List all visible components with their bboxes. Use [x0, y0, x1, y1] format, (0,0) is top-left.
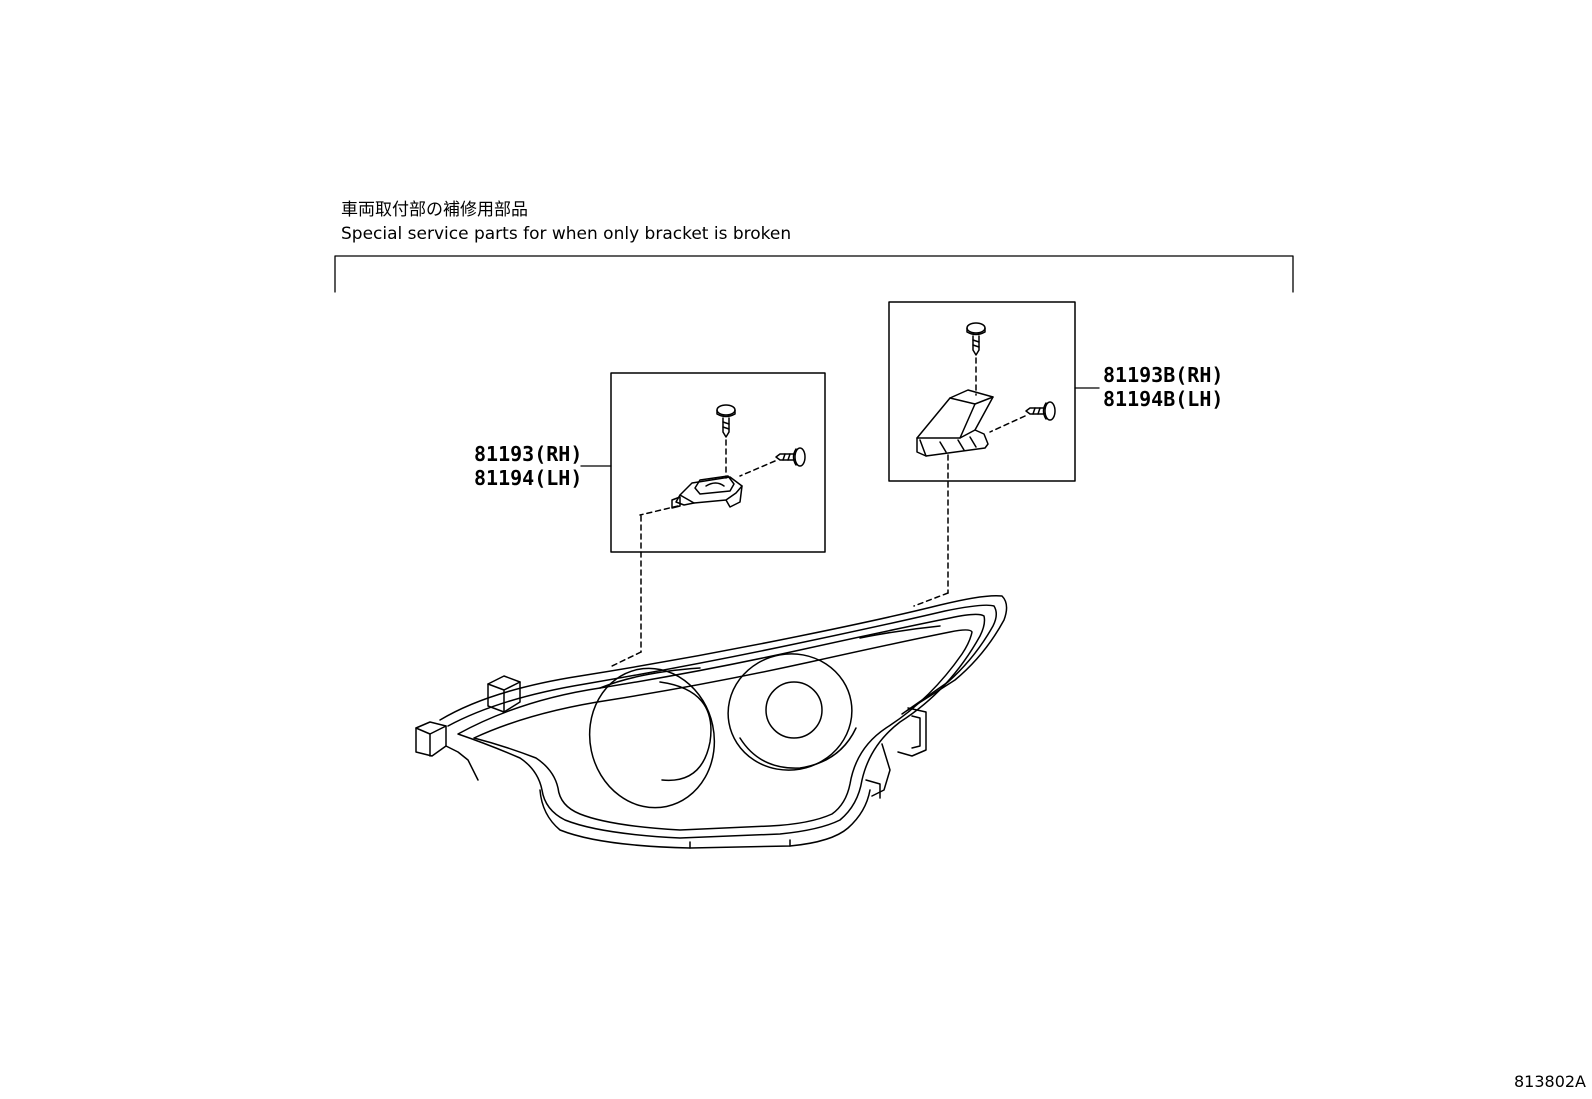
dashed-guide [913, 592, 949, 607]
dashed-guide [639, 505, 679, 516]
screw-icon [966, 322, 986, 356]
part-number-rh: 81193(RH) [474, 442, 583, 466]
bracket-part-b [916, 389, 994, 457]
dashed-guide [989, 415, 1026, 433]
dashed-guide [611, 651, 642, 667]
heading-english: Special service parts for when only brac… [341, 224, 792, 244]
part-number-lh: 81194(LH) [474, 466, 583, 490]
bracket-part-a [671, 475, 743, 509]
figure-code: 813802A [1513, 1072, 1586, 1091]
dashed-guide [739, 460, 776, 477]
part-label-group-b: 81193B(RH) 81194B(LH) [1103, 363, 1223, 411]
inset-box-bracket-a [610, 372, 826, 553]
part-label-group-a: 81193(RH) 81194(LH) [474, 442, 582, 490]
screw-icon [716, 404, 736, 438]
part-number-lh: 81194B(LH) [1103, 387, 1224, 411]
headlamp-assembly [415, 594, 1008, 849]
inset-box-bracket-b [888, 301, 1076, 482]
group-bracket-line [334, 255, 1294, 293]
screw-icon [1025, 401, 1056, 421]
part-number-rh: 81193B(RH) [1103, 363, 1224, 387]
heading-japanese: 車両取付部の補修用部品 [341, 200, 528, 220]
screw-icon [775, 447, 806, 467]
